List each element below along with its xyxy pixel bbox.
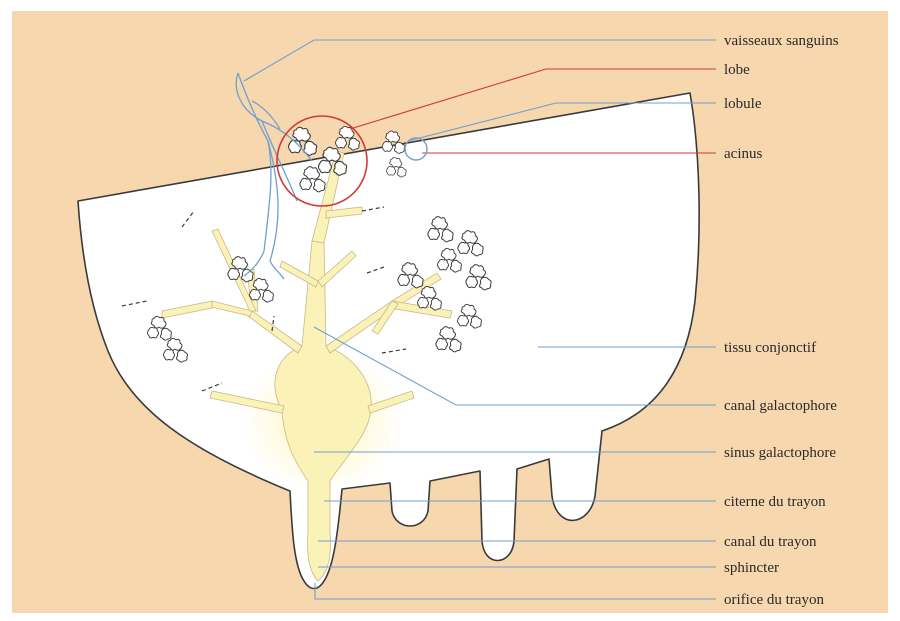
label-canal-du-trayon: canal du trayon bbox=[724, 534, 817, 550]
label-canal-galactophore: canal galactophore bbox=[724, 398, 837, 414]
label-citerne-du-trayon: citerne du trayon bbox=[724, 494, 826, 510]
label-orifice-du-trayon: orifice du trayon bbox=[724, 592, 824, 608]
label-vaisseaux-sanguins: vaisseaux sanguins bbox=[724, 33, 839, 49]
label-sphincter: sphincter bbox=[724, 560, 779, 576]
label-lobe: lobe bbox=[724, 62, 750, 78]
label-lobule: lobule bbox=[724, 96, 762, 112]
label-tissu-conjonctif: tissu conjonctif bbox=[724, 340, 816, 356]
label-sinus-galactophore: sinus galactophore bbox=[724, 445, 836, 461]
label-acinus: acinus bbox=[724, 146, 762, 162]
diagram-panel: vaisseaux sanguins lobe lobule acinus ti… bbox=[12, 11, 888, 613]
udder-anatomy-diagram: vaisseaux sanguins lobe lobule acinus ti… bbox=[12, 11, 888, 613]
